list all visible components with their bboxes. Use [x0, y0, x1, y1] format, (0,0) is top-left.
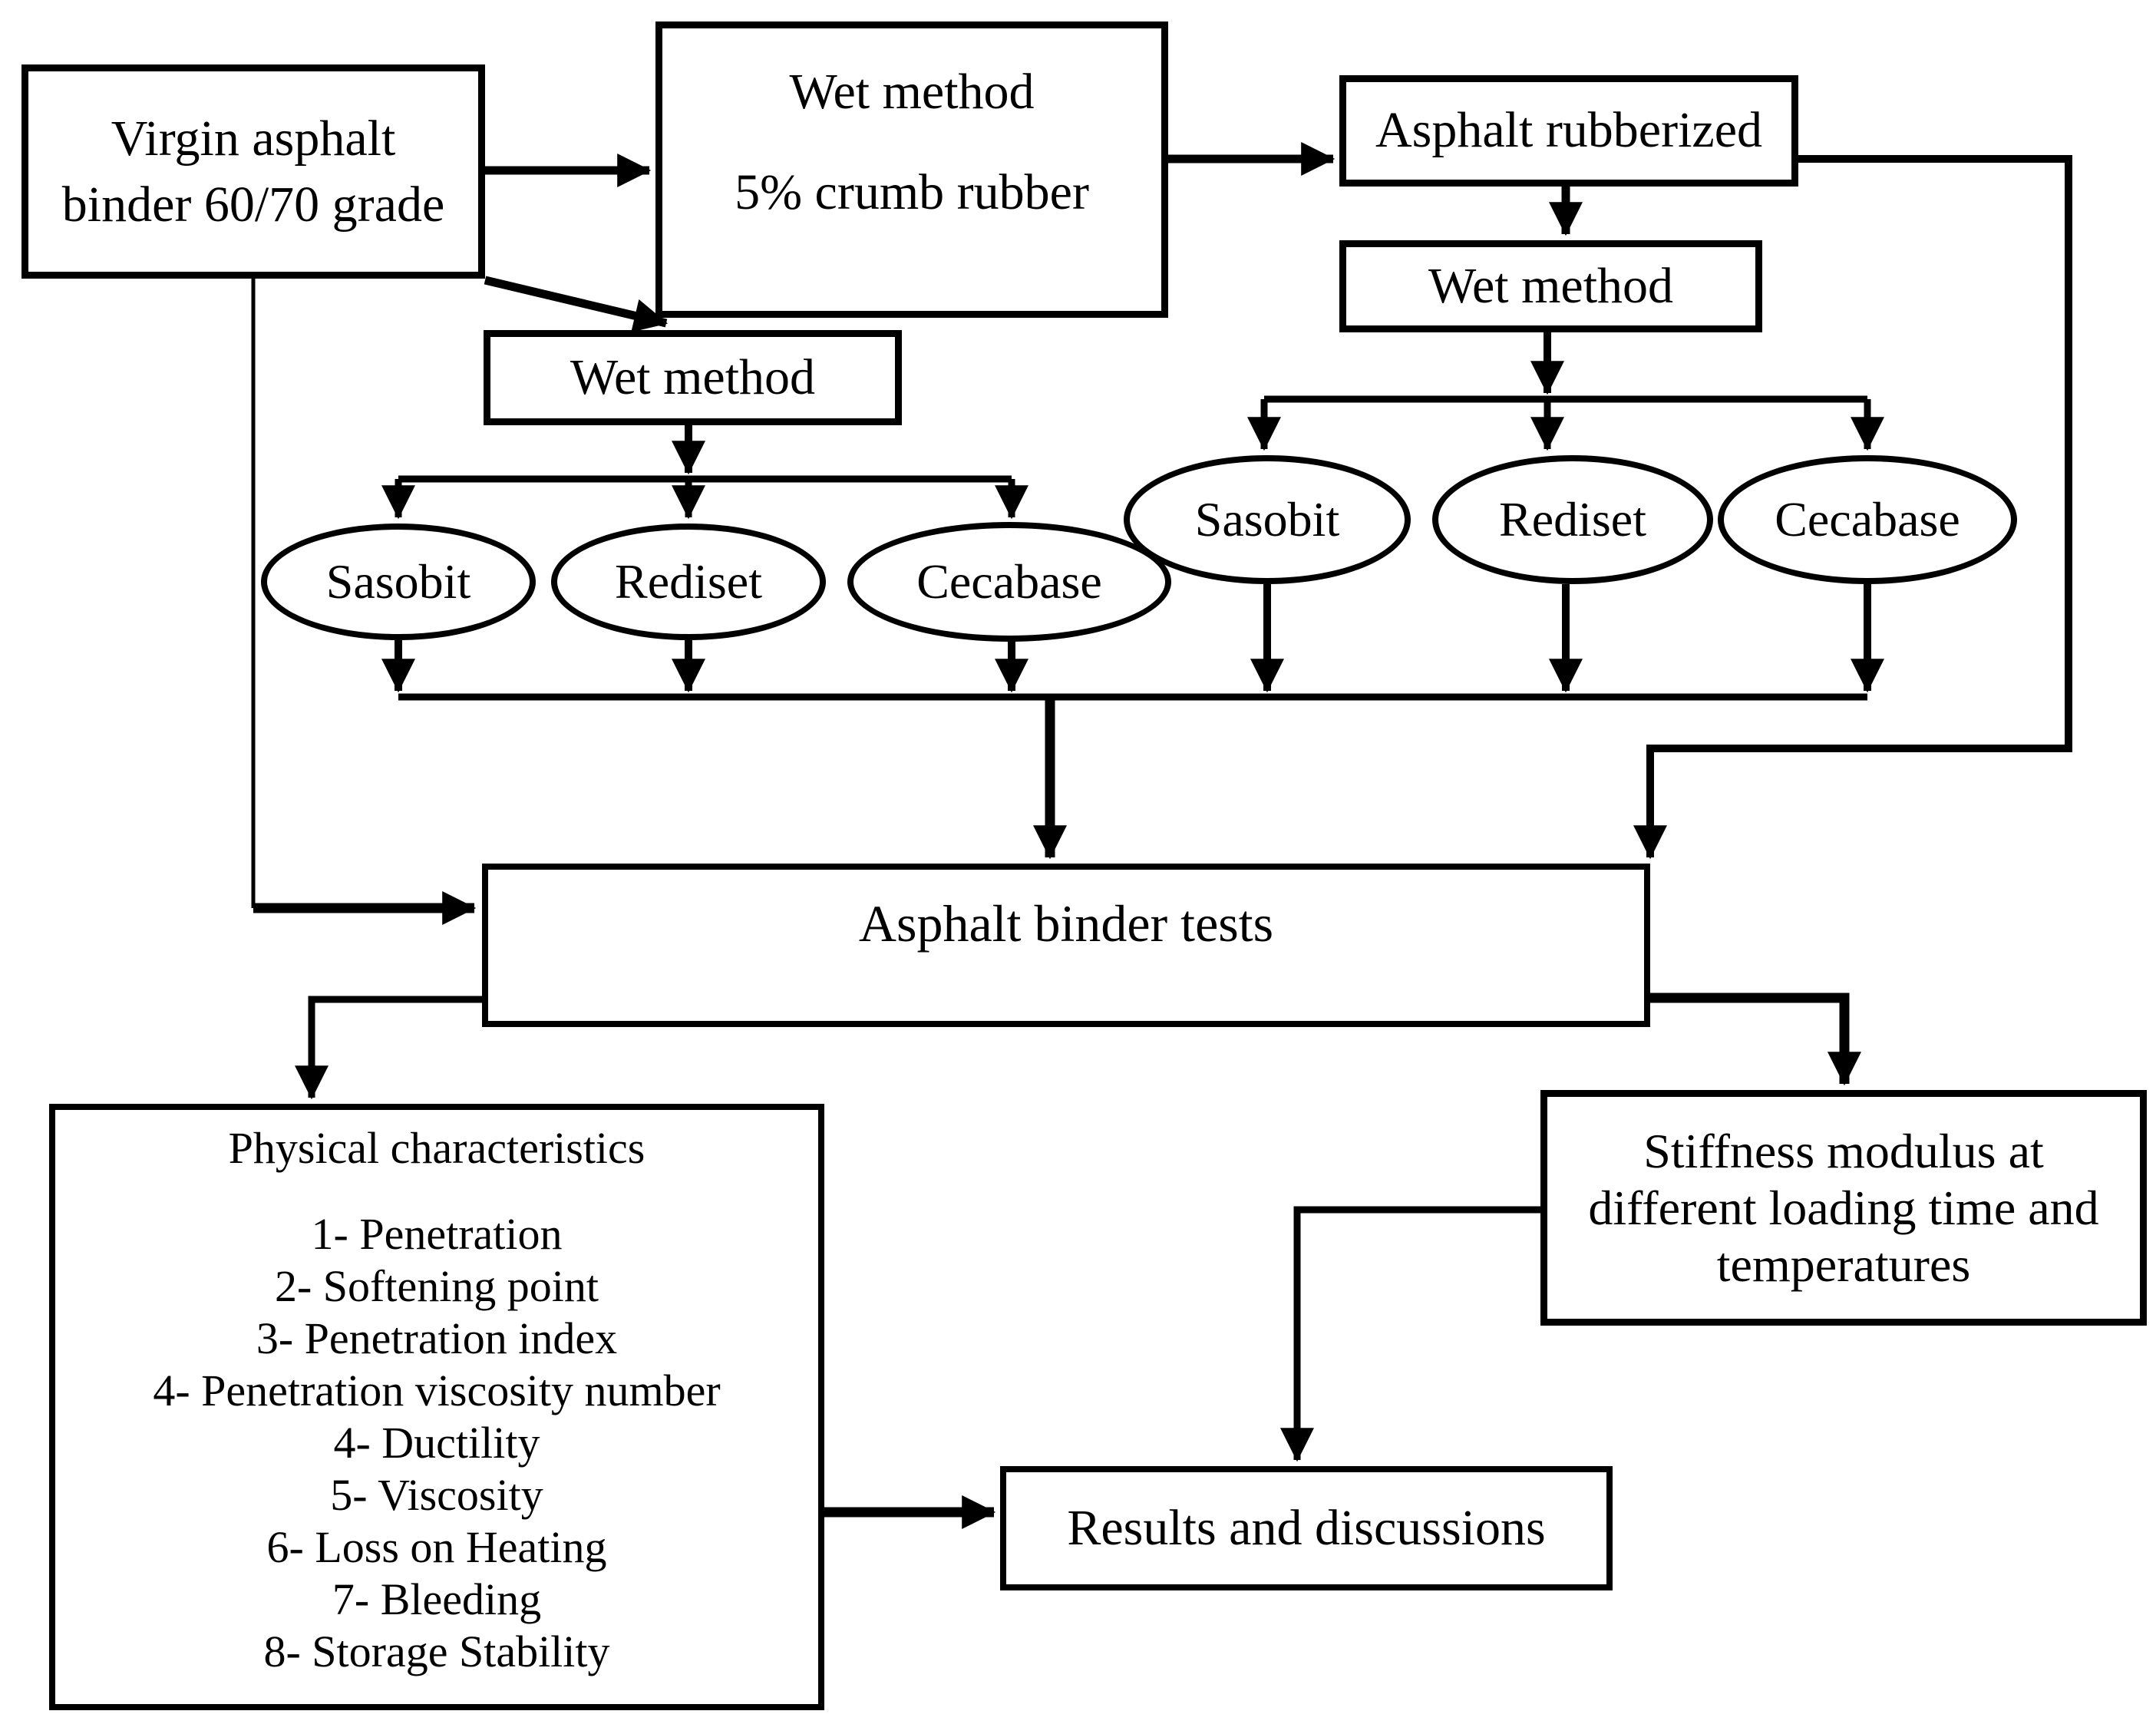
- node-additive-cecabase-left: Cecabase: [847, 522, 1171, 642]
- node-label-line: 5% crumb rubber: [735, 163, 1089, 220]
- node-additive-rediset-left: Rediset: [551, 524, 826, 640]
- node-label-line: Cecabase: [916, 554, 1102, 609]
- connector-binder-tests-to-physical: [295, 996, 484, 1100]
- node-label-line: different loading time and: [1588, 1180, 2099, 1235]
- node-virgin-asphalt-binder: Virgin asphalt binder 60/70 grade: [21, 64, 485, 279]
- physical-item: 6- Loss on Heating: [266, 1522, 607, 1572]
- node-label-line: Wet method: [789, 64, 1035, 120]
- physical-item: 2- Softening point: [274, 1261, 599, 1311]
- connector-binder-tests-to-stiffness: [1647, 993, 1861, 1086]
- node-label-line: Wet method: [570, 348, 816, 405]
- node-additive-rediset-right: Rediset: [1432, 455, 1713, 584]
- physical-item: 3- Penetration index: [256, 1313, 618, 1363]
- node-wet-method-left: Wet method: [484, 330, 902, 425]
- physical-item: 8- Storage Stability: [263, 1627, 610, 1676]
- physical-item: 7- Bleeding: [332, 1574, 542, 1624]
- node-results-and-discussions: Results and discussions: [1000, 1466, 1613, 1590]
- node-label-line: Sasobit: [325, 554, 471, 609]
- node-label-line: Stiffness modulus at: [1643, 1123, 2044, 1178]
- node-asphalt-rubberized: Asphalt rubberized: [1339, 75, 1798, 187]
- node-label-line: Results and discussions: [1067, 1499, 1546, 1556]
- node-additive-sasobit-left: Sasobit: [261, 524, 536, 640]
- node-asphalt-binder-tests: Asphalt binder tests: [482, 864, 1650, 1027]
- node-wet-method-crumb-rubber: Wet method 5% crumb rubber: [655, 21, 1168, 318]
- node-label-line: temperatures: [1716, 1237, 1971, 1292]
- node-label-line: Virgin asphalt: [111, 110, 396, 167]
- physical-characteristics-title: Physical characteristics: [228, 1123, 645, 1173]
- node-label-line: Rediset: [615, 554, 762, 609]
- node-stiffness-modulus: Stiffness modulus at different loading t…: [1540, 1090, 2147, 1326]
- node-label-line: Asphalt rubberized: [1375, 102, 1762, 159]
- connector-rubberized-to-binder-tests-loop: [1633, 155, 2072, 860]
- node-label-line: Asphalt binder tests: [858, 894, 1274, 953]
- node-label-line: Wet method: [1428, 257, 1674, 314]
- node-additive-cecabase-right: Cecabase: [1718, 455, 2017, 584]
- physical-item: 4- Penetration viscosity number: [153, 1366, 721, 1415]
- connector-virgin-to-wet-left-diagonal: [484, 276, 669, 332]
- node-label-line: Cecabase: [1775, 492, 1960, 547]
- node-label-line: Rediset: [1499, 492, 1646, 547]
- physical-item: 1- Penetration: [311, 1209, 563, 1259]
- node-label-line: Sasobit: [1194, 492, 1340, 547]
- node-label-line: binder 60/70 grade: [61, 176, 445, 233]
- connector-stiffness-to-results: [1280, 1206, 1544, 1462]
- physical-item: 5- Viscosity: [330, 1470, 543, 1520]
- node-additive-sasobit-right: Sasobit: [1124, 455, 1411, 584]
- node-physical-characteristics: Physical characteristics 1- Penetration …: [49, 1104, 824, 1710]
- node-wet-method-right: Wet method: [1339, 240, 1762, 332]
- physical-item: 4- Ductility: [333, 1418, 540, 1468]
